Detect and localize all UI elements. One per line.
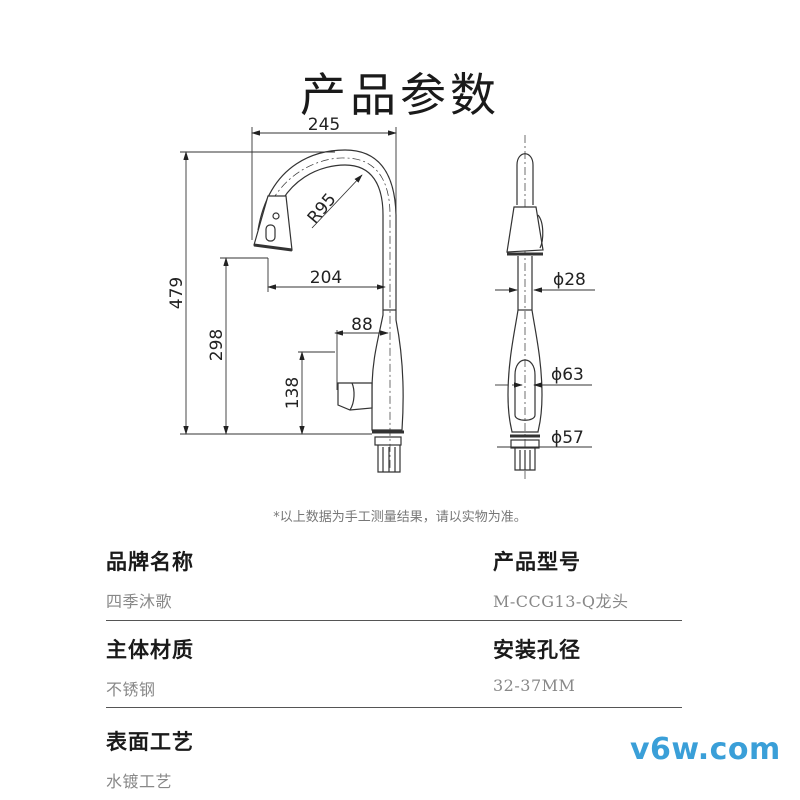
spec-material: 主体材质 不锈钢 [106, 634, 194, 700]
dim-body-diameter: ϕ63 [551, 365, 584, 385]
spec-install-hole: 安装孔径 32-37MM [493, 634, 581, 695]
dim-neck-diameter: ϕ28 [553, 270, 586, 290]
dim-spout-reach: 204 [310, 268, 342, 288]
spec-value: 四季沐歌 [106, 592, 173, 611]
page-title: 产品参数 [300, 67, 500, 122]
dim-bend-radius: R95 [304, 190, 341, 228]
spec-value: 不锈钢 [106, 680, 156, 699]
faucet-technical-drawing: 245 R95 204 88 479 298 138 ϕ28 ϕ63 ϕ57 [167, 115, 595, 480]
spec-brand: 品牌名称 四季沐歌 [106, 546, 194, 612]
spec-label: 产品型号 [493, 549, 581, 574]
spec-value: 水镀工艺 [106, 772, 173, 791]
dim-width-total: 245 [308, 115, 340, 135]
spec-value: M-CCG13-Q龙头 [493, 592, 629, 611]
dim-base-diameter: ϕ57 [551, 428, 584, 448]
spec-label: 安装孔径 [493, 637, 581, 662]
spec-model: 产品型号 M-CCG13-Q龙头 [493, 546, 628, 612]
front-view-faucet [495, 135, 595, 480]
side-view-faucet [253, 149, 404, 473]
dim-handle-offset: 88 [351, 315, 373, 335]
spec-value: 32-37MM [493, 676, 576, 695]
spec-label: 主体材质 [106, 637, 194, 662]
dim-spout-height: 298 [207, 329, 227, 361]
dim-handle-height: 138 [283, 377, 303, 409]
spec-label: 表面工艺 [106, 729, 194, 754]
measurement-disclaimer: *以上数据为手工测量结果，请以实物为准。 [273, 510, 527, 525]
dim-height-total: 479 [167, 277, 187, 309]
divider [106, 620, 682, 621]
watermark-logo: v6w.com [630, 732, 781, 767]
spec-surface-finish: 表面工艺 水镀工艺 [106, 726, 194, 792]
divider [106, 707, 682, 708]
spec-label: 品牌名称 [106, 549, 194, 574]
